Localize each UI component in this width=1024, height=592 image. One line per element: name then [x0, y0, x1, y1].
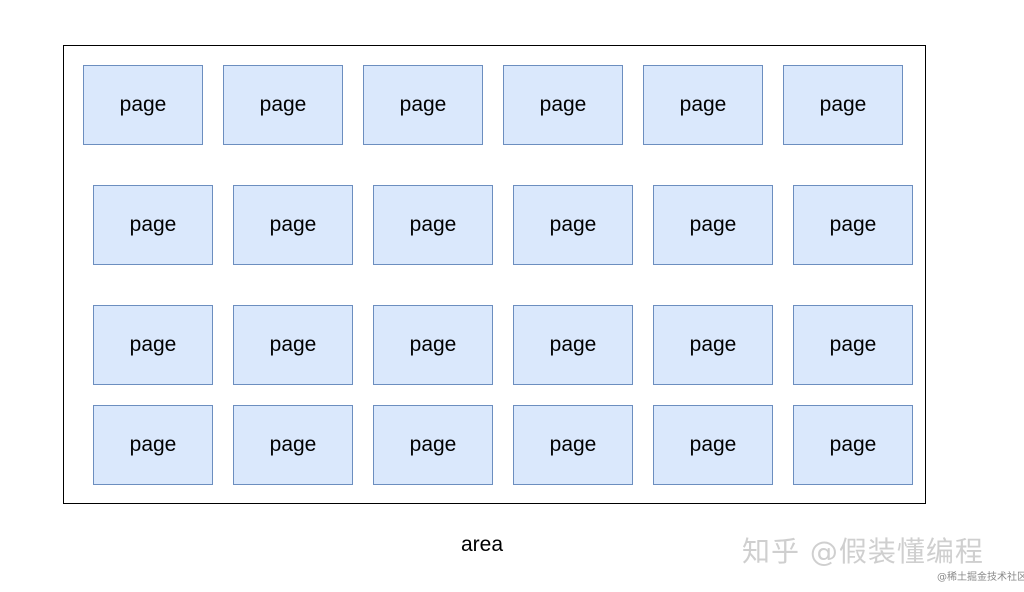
page-node: page [653, 305, 773, 385]
page-node: page [373, 305, 493, 385]
page-node: page [793, 305, 913, 385]
page-node: page [643, 65, 763, 145]
page-node: page [513, 305, 633, 385]
page-node: page [373, 405, 493, 485]
page-node: page [363, 65, 483, 145]
page-node: page [513, 405, 633, 485]
area-container [63, 45, 926, 504]
page-node: page [503, 65, 623, 145]
page-node: page [233, 305, 353, 385]
page-node: page [93, 405, 213, 485]
area-label: area [460, 533, 504, 556]
page-node: page [233, 185, 353, 265]
page-node: page [93, 305, 213, 385]
page-node: page [653, 185, 773, 265]
page-node: page [653, 405, 773, 485]
page-node: page [783, 65, 903, 145]
page-node: page [373, 185, 493, 265]
watermark-main: 知乎 @假装懂编程 [742, 535, 984, 568]
page-node: page [223, 65, 343, 145]
page-node: page [233, 405, 353, 485]
page-node: page [793, 405, 913, 485]
page-node: page [93, 185, 213, 265]
page-node: page [83, 65, 203, 145]
page-node: page [793, 185, 913, 265]
watermark-sub: @稀土掘金技术社区 [937, 572, 1024, 583]
page-node: page [513, 185, 633, 265]
